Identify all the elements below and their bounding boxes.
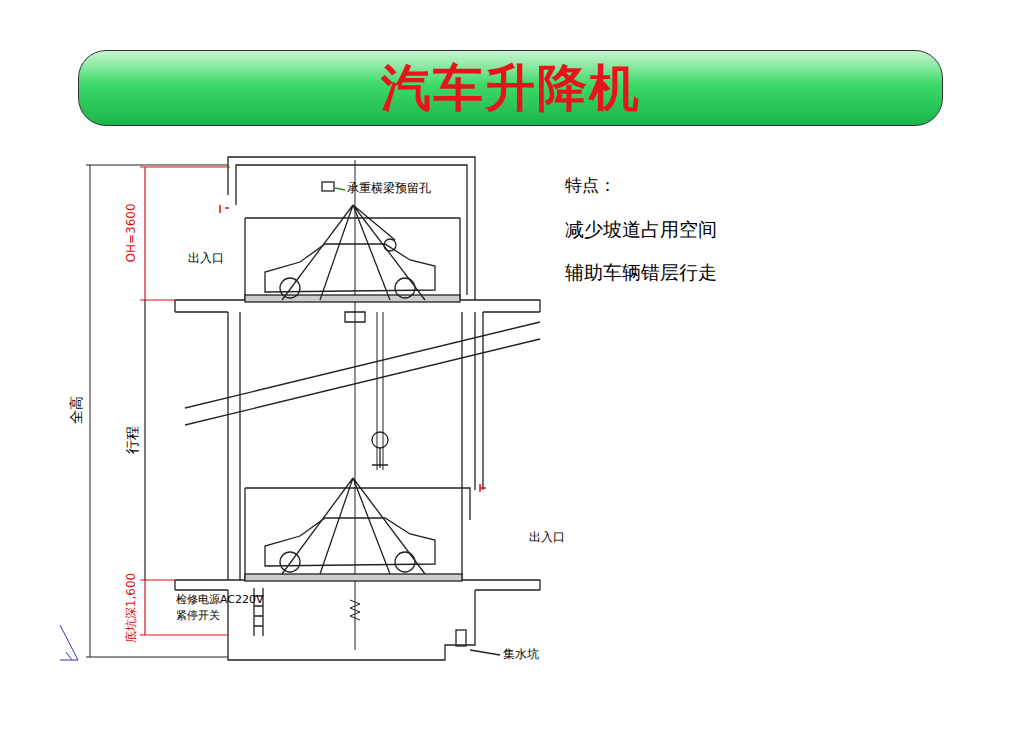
page-title: 汽车升降机 — [381, 55, 641, 122]
dimension-label: 行程 — [124, 424, 140, 456]
entrance-label: 出入口 — [529, 531, 565, 545]
feature-heading: 特点： — [565, 176, 616, 196]
feature-text: 辅助车辆错层行走 — [565, 262, 717, 284]
beam-hole-label: 承重横梁预留孔 — [347, 182, 431, 196]
dimension-label: 底坑深1,600 — [125, 571, 139, 645]
note-label: 检修电源AC220V — [176, 594, 264, 607]
sump-label: 集水坑 — [503, 648, 539, 662]
title-bar: 汽车升降机 — [78, 50, 943, 126]
feature-text: 减少坡道占用空间 — [565, 219, 717, 241]
entrance-label: 出入口 — [188, 252, 224, 266]
dimension-label: OH=3600 — [125, 201, 139, 264]
dimension-label: 全高 — [68, 394, 84, 426]
note-label: 紧停开关 — [176, 610, 220, 623]
